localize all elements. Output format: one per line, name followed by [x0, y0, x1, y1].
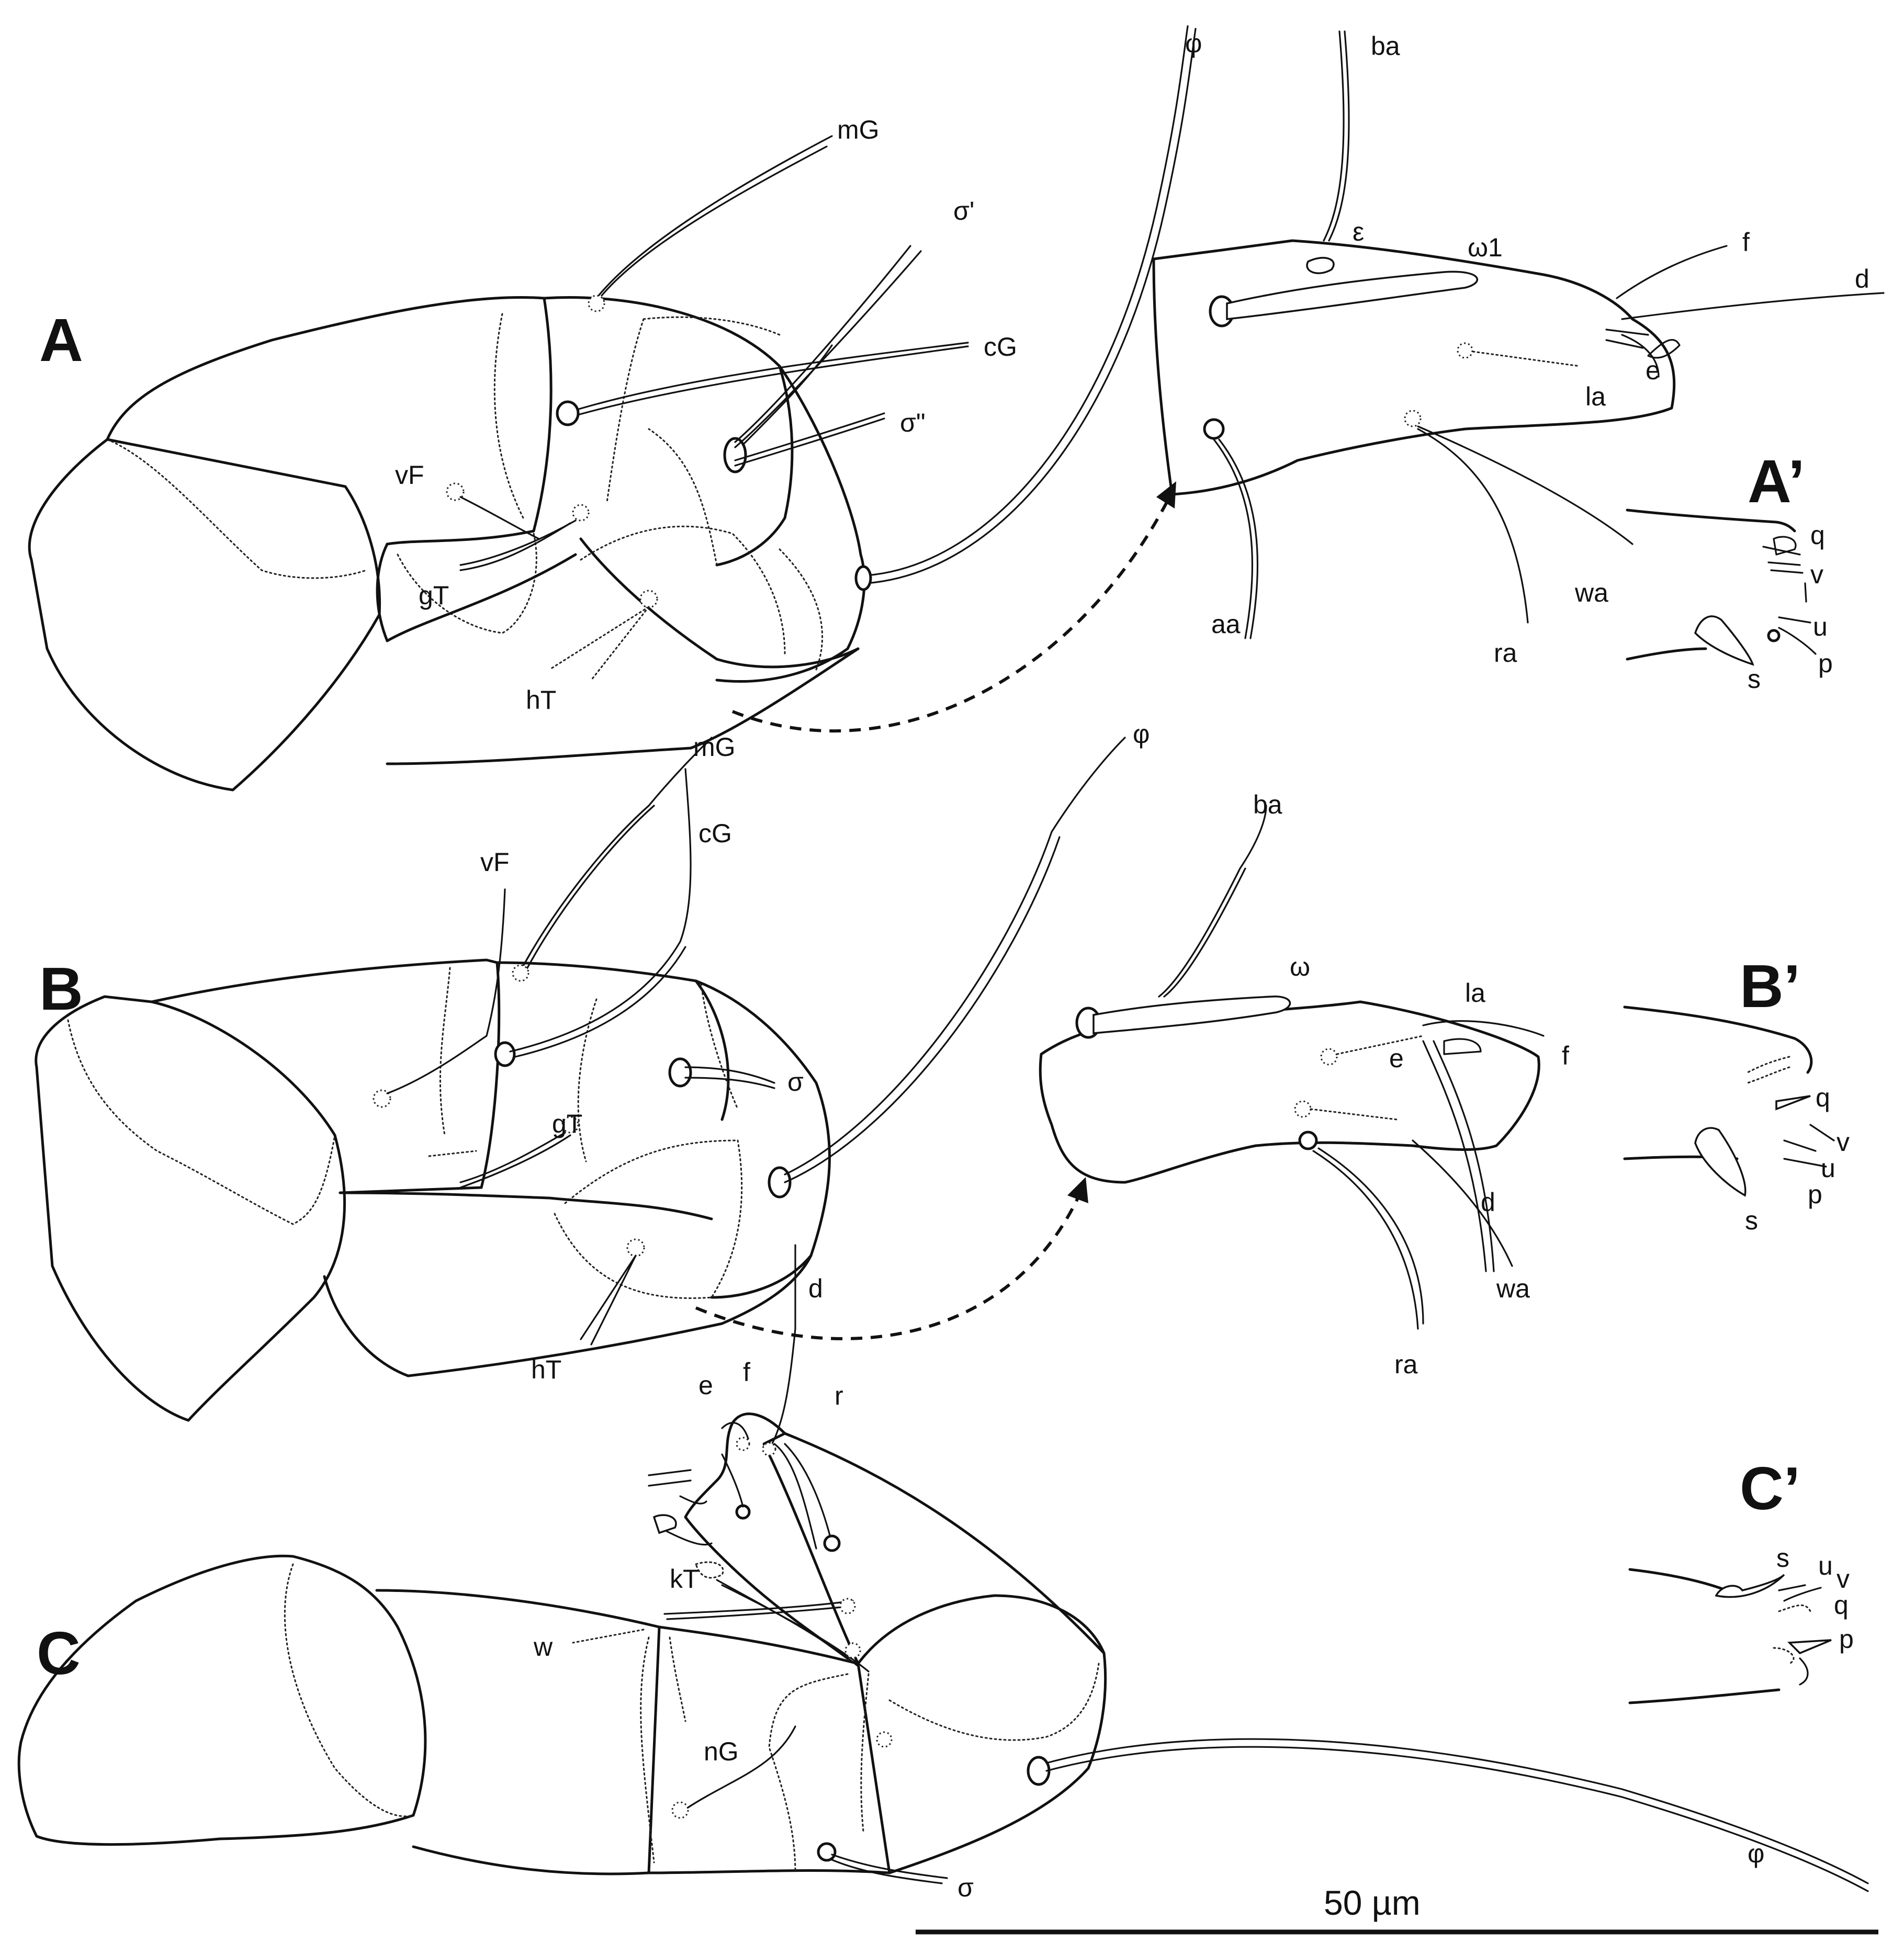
panel-a-letter: A: [39, 306, 83, 374]
label-b-d: d: [1481, 1188, 1495, 1217]
label-vF: vF: [395, 460, 424, 490]
label-b-ba: ba: [1253, 790, 1282, 819]
label-p: p: [1818, 649, 1833, 678]
panel-b-letter: B: [39, 955, 83, 1023]
label-b-hT: hT: [531, 1355, 561, 1384]
label-c-s: s: [1776, 1543, 1789, 1573]
label-ra: ra: [1494, 638, 1517, 668]
label-b-vF: vF: [480, 847, 510, 877]
label-c-sigma: σ: [957, 1873, 974, 1902]
panel-b-prime-letter: B’: [1740, 952, 1800, 1020]
label-c-kT: kT: [670, 1564, 699, 1594]
panel-b-labels: B mG cG vF σ gT hT φ ba ω la e f d wa ra: [39, 719, 1569, 1384]
panel-c: C d e f r kT w nG σ φ C’ s u v q p: [17, 1244, 1869, 1902]
label-v: v: [1810, 560, 1823, 589]
panel-b-prime-detail: B’ q v u p s: [1623, 952, 1850, 1235]
label-b-f: f: [1562, 1041, 1569, 1070]
label-c-phi: φ: [1748, 1839, 1764, 1868]
panel-a: A mG σ' cG σ" vF gT hT φ ba ε ω1 f d e l…: [28, 25, 1885, 792]
label-b-mG: mG: [693, 732, 736, 762]
label-ba: ba: [1371, 31, 1400, 61]
label-c-e: e: [698, 1371, 713, 1400]
label-b-u: u: [1821, 1154, 1835, 1183]
label-c-u: u: [1818, 1551, 1833, 1580]
label-c-q: q: [1834, 1590, 1849, 1620]
label-b-p: p: [1808, 1180, 1822, 1209]
label-b-v: v: [1837, 1127, 1850, 1157]
panel-c-prime-letter: C’: [1740, 1454, 1800, 1522]
label-epsilon: ε: [1353, 217, 1364, 246]
panel-a-prime-detail: A’ q v u p s: [1626, 447, 1833, 694]
scale-bar: 50 µm: [916, 1883, 1878, 1935]
label-omega1: ω1: [1468, 233, 1503, 262]
label-b-omega: ω: [1290, 952, 1310, 981]
panel-a-prime-letter: A’: [1748, 447, 1805, 515]
label-c-d: d: [808, 1274, 823, 1303]
label-c-w: w: [533, 1632, 553, 1662]
label-cG: cG: [984, 332, 1017, 361]
panel-c-labels: C d e f r kT w nG σ φ: [37, 1274, 1764, 1902]
label-b-wa: wa: [1496, 1274, 1530, 1303]
label-gT: gT: [419, 581, 449, 610]
label-q: q: [1810, 521, 1825, 550]
label-u: u: [1813, 612, 1828, 641]
label-c-r: r: [835, 1381, 843, 1410]
label-b-sigma: σ: [787, 1067, 804, 1097]
label-phi: φ: [1185, 29, 1202, 58]
label-mG: mG: [837, 115, 880, 144]
label-b-e: e: [1389, 1044, 1404, 1073]
label-aa: aa: [1211, 609, 1241, 639]
panel-c-prime-detail: C’ s u v q p: [1628, 1454, 1854, 1704]
label-sigma-prime: σ': [953, 196, 974, 225]
label-sigma-double-prime: σ": [900, 408, 926, 437]
label-b-cG: cG: [698, 819, 732, 848]
label-b-phi: φ: [1133, 719, 1150, 749]
label-c-nG: nG: [704, 1737, 739, 1766]
panel-b-leg-drawing: [35, 737, 1545, 1422]
label-e: e: [1646, 356, 1660, 385]
label-d: d: [1855, 264, 1869, 293]
label-s: s: [1748, 664, 1761, 694]
panel-a-leg-drawing: [28, 25, 1885, 792]
label-b-s: s: [1745, 1206, 1758, 1235]
label-c-f: f: [743, 1358, 750, 1387]
panel-a-labels: A mG σ' cG σ" vF gT hT φ ba ε ω1 f d e l…: [39, 29, 1869, 715]
label-f: f: [1742, 228, 1750, 257]
label-hT: hT: [526, 685, 556, 715]
label-b-gT: gT: [552, 1109, 582, 1138]
label-c-v: v: [1837, 1564, 1850, 1594]
label-b-q: q: [1816, 1083, 1830, 1112]
label-b-ra: ra: [1394, 1350, 1418, 1379]
label-wa: wa: [1574, 578, 1608, 607]
panel-c-letter: C: [37, 1619, 81, 1687]
label-c-p: p: [1839, 1624, 1854, 1654]
label-b-la: la: [1465, 978, 1485, 1008]
label-la: la: [1585, 382, 1606, 411]
panel-b: B mG cG vF σ gT hT φ ba ω la e f d wa ra: [35, 719, 1850, 1422]
scale-bar-label: 50 µm: [1324, 1883, 1421, 1922]
panel-c-leg-drawing: [17, 1244, 1869, 1892]
